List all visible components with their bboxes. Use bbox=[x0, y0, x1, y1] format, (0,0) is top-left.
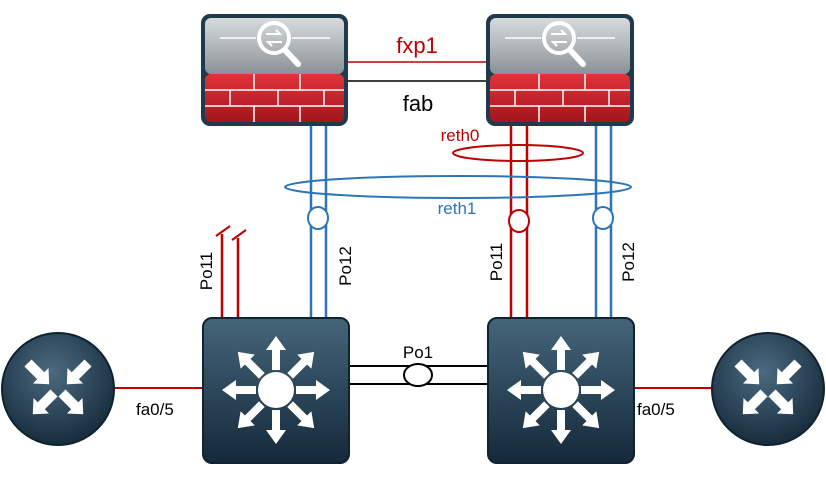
fxp1-label: fxp1 bbox=[396, 33, 438, 58]
firewall-left[interactable] bbox=[201, 14, 348, 126]
left-po11-cut-a bbox=[215, 225, 231, 237]
left-po11-cut-b bbox=[231, 229, 247, 241]
left-po12-bundle bbox=[307, 206, 329, 230]
reth0-ellipse bbox=[452, 144, 584, 162]
po1-label: Po1 bbox=[403, 343, 433, 362]
magnifier-icon bbox=[505, 21, 615, 67]
router-right-body bbox=[711, 332, 825, 446]
layer3-switch-icon bbox=[222, 336, 330, 444]
fa05-left-label: fa0/5 bbox=[136, 400, 174, 419]
firewall-left-brick-lines bbox=[205, 74, 344, 122]
fa05-right-label: fa0/5 bbox=[637, 400, 675, 419]
router-icon bbox=[734, 359, 802, 415]
reth1-ellipse bbox=[284, 175, 632, 199]
reth0-label: reth0 bbox=[441, 126, 480, 145]
right-po12-bundle bbox=[592, 206, 614, 230]
po12-left-label: Po12 bbox=[336, 246, 355, 286]
po11-right-label: Po11 bbox=[487, 243, 506, 281]
switch-left[interactable] bbox=[202, 317, 350, 464]
router-right[interactable] bbox=[711, 332, 825, 446]
router-left[interactable] bbox=[1, 332, 115, 446]
router-left-body bbox=[1, 332, 115, 446]
router-icon bbox=[24, 359, 92, 415]
right-po11-bundle bbox=[508, 209, 530, 233]
layer3-switch-icon bbox=[507, 336, 615, 444]
po12-right-label: Po12 bbox=[619, 242, 638, 282]
po1-bundle bbox=[403, 363, 433, 387]
firewall-right-top bbox=[490, 18, 630, 74]
magnifier-icon bbox=[220, 21, 330, 67]
firewall-left-top bbox=[205, 18, 344, 74]
firewall-left-brick bbox=[205, 74, 344, 122]
po11-left-label: Po11 bbox=[197, 252, 216, 290]
fab-label: fab bbox=[403, 91, 434, 116]
firewall-right-brick bbox=[490, 74, 630, 122]
reth1-label: reth1 bbox=[438, 199, 477, 218]
firewall-right[interactable] bbox=[486, 14, 634, 126]
switch-right[interactable] bbox=[487, 317, 635, 464]
firewall-right-brick-lines bbox=[490, 74, 630, 122]
